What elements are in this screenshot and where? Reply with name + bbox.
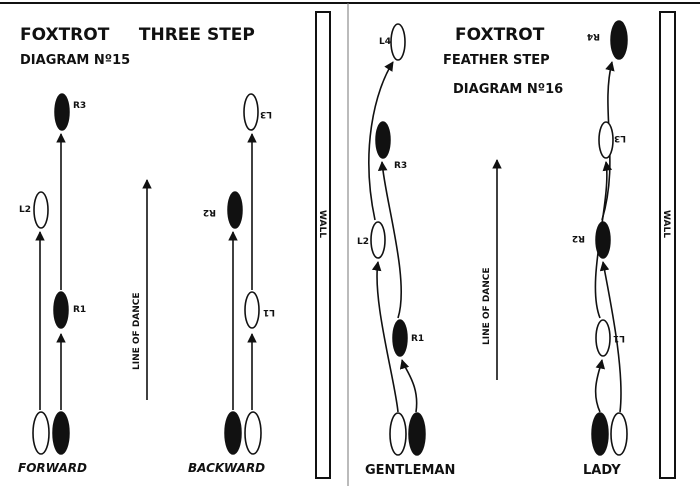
diagram-16-subtitle: FEATHER STEP xyxy=(443,53,550,68)
step-label: R3 xyxy=(394,161,407,171)
foot-start-left xyxy=(610,412,628,456)
wall-left-label: WALL xyxy=(317,210,327,238)
diagram-16-number: DIAGRAM Nº16 xyxy=(453,82,563,97)
gentleman-steps: L4 R3 L2 R1 GENTLEMAN xyxy=(357,23,455,478)
foot-r1 xyxy=(53,291,69,329)
diagram-16: FOXTROT FEATHER STEP DIAGRAM Nº16 L4 R3 … xyxy=(357,11,676,479)
forward-caption: FORWARD xyxy=(18,461,87,475)
foot-start-left xyxy=(389,412,407,456)
step-label: L1 xyxy=(263,307,275,317)
foot-l2 xyxy=(370,221,386,259)
step-label: R2 xyxy=(572,233,585,243)
foot-r1 xyxy=(392,319,408,357)
step-label: L2 xyxy=(19,205,31,215)
foot-start-left xyxy=(244,411,262,455)
foot-r3 xyxy=(54,93,70,131)
step-label: L3 xyxy=(614,133,626,143)
step-label: L4 xyxy=(379,37,391,47)
step-label: R1 xyxy=(411,334,424,344)
foot-r4 xyxy=(610,20,628,60)
lady-caption: LADY xyxy=(583,463,621,478)
foot-l1 xyxy=(595,319,611,357)
foot-start-right xyxy=(224,411,242,455)
backward-steps: L3 R2 L1 BACKWARD xyxy=(188,93,275,475)
step-label: R2 xyxy=(203,207,216,217)
foot-l3 xyxy=(598,121,614,159)
foot-start-right xyxy=(591,412,609,456)
diagram-15: FOXTROT THREE STEP DIAGRAM Nº15 R3 L2 R1… xyxy=(18,11,331,479)
foot-start-right xyxy=(52,411,70,455)
line-of-dance-label: LINE OF DANCE xyxy=(482,267,492,345)
lady-steps: R4 L3 R2 L1 LADY xyxy=(572,20,628,478)
forward-steps: R3 L2 R1 FORWARD xyxy=(18,93,87,475)
wall-right-label: WALL xyxy=(661,210,671,238)
foot-l2 xyxy=(33,191,49,229)
foot-l4 xyxy=(390,23,406,61)
step-label: L3 xyxy=(260,109,272,119)
diagram-16-title: FOXTROT xyxy=(455,25,545,45)
wall-left xyxy=(315,11,331,479)
wall-right xyxy=(659,11,676,479)
step-label: L2 xyxy=(357,237,369,247)
gentleman-caption: GENTLEMAN xyxy=(365,463,455,478)
step-label: R3 xyxy=(73,101,86,111)
foot-r2 xyxy=(595,221,611,259)
backward-caption: BACKWARD xyxy=(188,461,265,475)
foot-r2 xyxy=(227,191,243,229)
step-label: L1 xyxy=(613,333,625,343)
foot-r3 xyxy=(375,121,391,159)
foot-start-left xyxy=(32,411,50,455)
diagram-15-title: FOXTROT THREE STEP xyxy=(20,25,255,45)
foot-start-right xyxy=(408,412,426,456)
line-of-dance-label: LINE OF DANCE xyxy=(132,292,142,370)
foot-l1 xyxy=(244,291,260,329)
diagram-15-number: DIAGRAM Nº15 xyxy=(20,53,130,68)
step-label: R1 xyxy=(73,305,86,315)
step-label: R4 xyxy=(587,31,600,41)
foot-l3 xyxy=(243,93,259,131)
